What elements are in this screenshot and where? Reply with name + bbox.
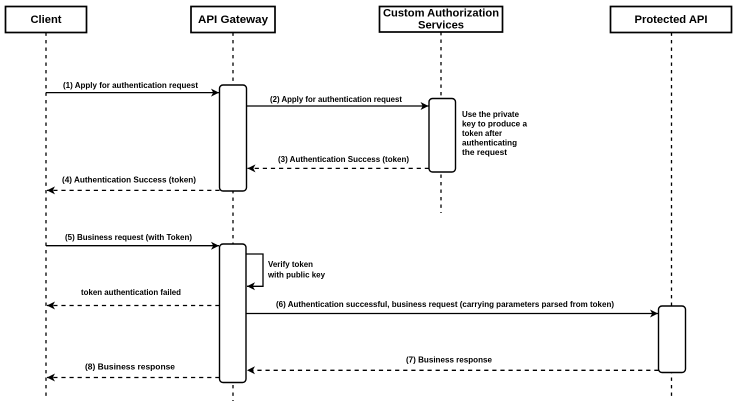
- svg-text:key to produce a: key to produce a: [462, 119, 527, 129]
- svg-text:API Gateway: API Gateway: [198, 14, 269, 26]
- svg-text:(1) Apply for authentication r: (1) Apply for authentication request: [63, 80, 198, 90]
- svg-text:(5) Business request (with Tok: (5) Business request (with Token): [65, 232, 192, 242]
- svg-text:token authentication failed: token authentication failed: [81, 287, 181, 297]
- svg-text:Client: Client: [31, 14, 62, 26]
- svg-text:(4) Authentication Success (to: (4) Authentication Success (token): [62, 175, 196, 185]
- svg-text:with public key: with public key: [267, 270, 325, 280]
- svg-text:Use the private: Use the private: [462, 109, 519, 119]
- svg-text:(6) Authentication successful,: (6) Authentication successful, business …: [276, 299, 614, 309]
- svg-text:authenticating: authenticating: [462, 138, 517, 148]
- svg-text:Services: Services: [418, 20, 464, 32]
- svg-text:token after: token after: [462, 128, 503, 138]
- svg-text:(7) Business response: (7) Business response: [406, 355, 492, 365]
- svg-text:Protected API: Protected API: [635, 14, 708, 26]
- svg-text:(8) Business response: (8) Business response: [85, 362, 175, 372]
- svg-text:(3) Authentication Success (to: (3) Authentication Success (token): [278, 154, 409, 164]
- svg-text:Verify token: Verify token: [268, 259, 313, 269]
- svg-text:Custom Authorization: Custom Authorization: [383, 8, 499, 20]
- svg-text:(2) Apply for authentication r: (2) Apply for authentication request: [270, 94, 402, 104]
- svg-text:the request: the request: [462, 147, 507, 157]
